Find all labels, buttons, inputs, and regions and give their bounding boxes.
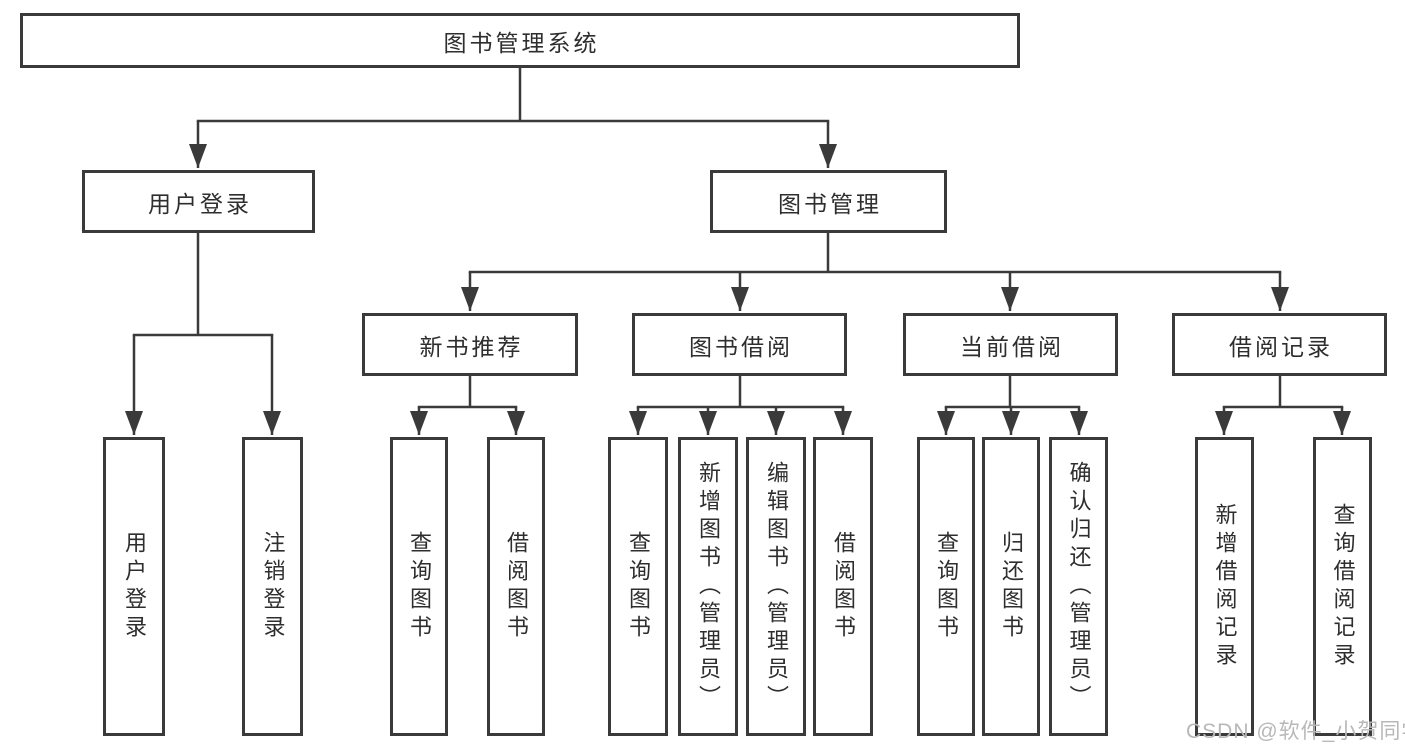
leaf-logout: 注销登录 xyxy=(242,437,303,736)
leaf-user-login-label: 用户登录 xyxy=(122,530,147,643)
leaf-logout-label: 注销登录 xyxy=(260,530,286,643)
leaf-query-books-current: 查询图书 xyxy=(917,437,975,736)
leaf-return-books: 归还图书 xyxy=(982,437,1040,736)
leaf-query-books-recommend-label: 查询图书 xyxy=(407,530,432,643)
leaf-add-book-admin-label: 新增图书（管理员） xyxy=(696,460,721,713)
node-current-borrowing: 当前借阅 xyxy=(903,313,1118,376)
leaf-confirm-return-admin-label: 确认归还（管理员） xyxy=(1066,460,1092,713)
leaf-borrow-books-recommend: 借阅图书 xyxy=(487,437,545,736)
node-library-system: 图书管理系统 xyxy=(20,13,1020,68)
leaf-borrow-books-borrowing: 借阅图书 xyxy=(813,437,873,736)
leaf-return-books-label: 归还图书 xyxy=(999,530,1024,643)
leaf-query-borrow-record-label: 查询借阅记录 xyxy=(1330,502,1356,671)
leaf-query-books-current-label: 查询图书 xyxy=(934,530,959,643)
leaf-edit-book-admin: 编辑图书（管理员） xyxy=(746,437,806,736)
leaf-query-books-borrowing: 查询图书 xyxy=(608,437,668,736)
leaf-query-borrow-record: 查询借阅记录 xyxy=(1313,437,1372,736)
node-new-book-recommend: 新书推荐 xyxy=(362,313,578,376)
node-book-borrowing: 图书借阅 xyxy=(632,313,847,376)
watermark: CSDN @软件_小贺同学 xyxy=(1186,720,1405,743)
leaf-add-borrow-record-label: 新增借阅记录 xyxy=(1212,502,1238,671)
leaf-add-book-admin: 新增图书（管理员） xyxy=(678,437,738,736)
leaf-borrow-books-recommend-label: 借阅图书 xyxy=(504,530,529,643)
node-user-login: 用户登录 xyxy=(82,170,315,233)
leaf-edit-book-admin-label: 编辑图书（管理员） xyxy=(764,460,789,713)
leaf-query-books-recommend: 查询图书 xyxy=(390,437,448,736)
leaf-query-books-borrowing-label: 查询图书 xyxy=(626,530,651,643)
node-book-management: 图书管理 xyxy=(710,170,947,233)
leaf-borrow-books-borrowing-label: 借阅图书 xyxy=(831,530,856,643)
leaf-add-borrow-record: 新增借阅记录 xyxy=(1195,437,1254,736)
leaf-user-login: 用户登录 xyxy=(103,437,165,736)
leaf-confirm-return-admin: 确认归还（管理员） xyxy=(1049,437,1108,736)
node-borrow-records: 借阅记录 xyxy=(1172,313,1387,376)
